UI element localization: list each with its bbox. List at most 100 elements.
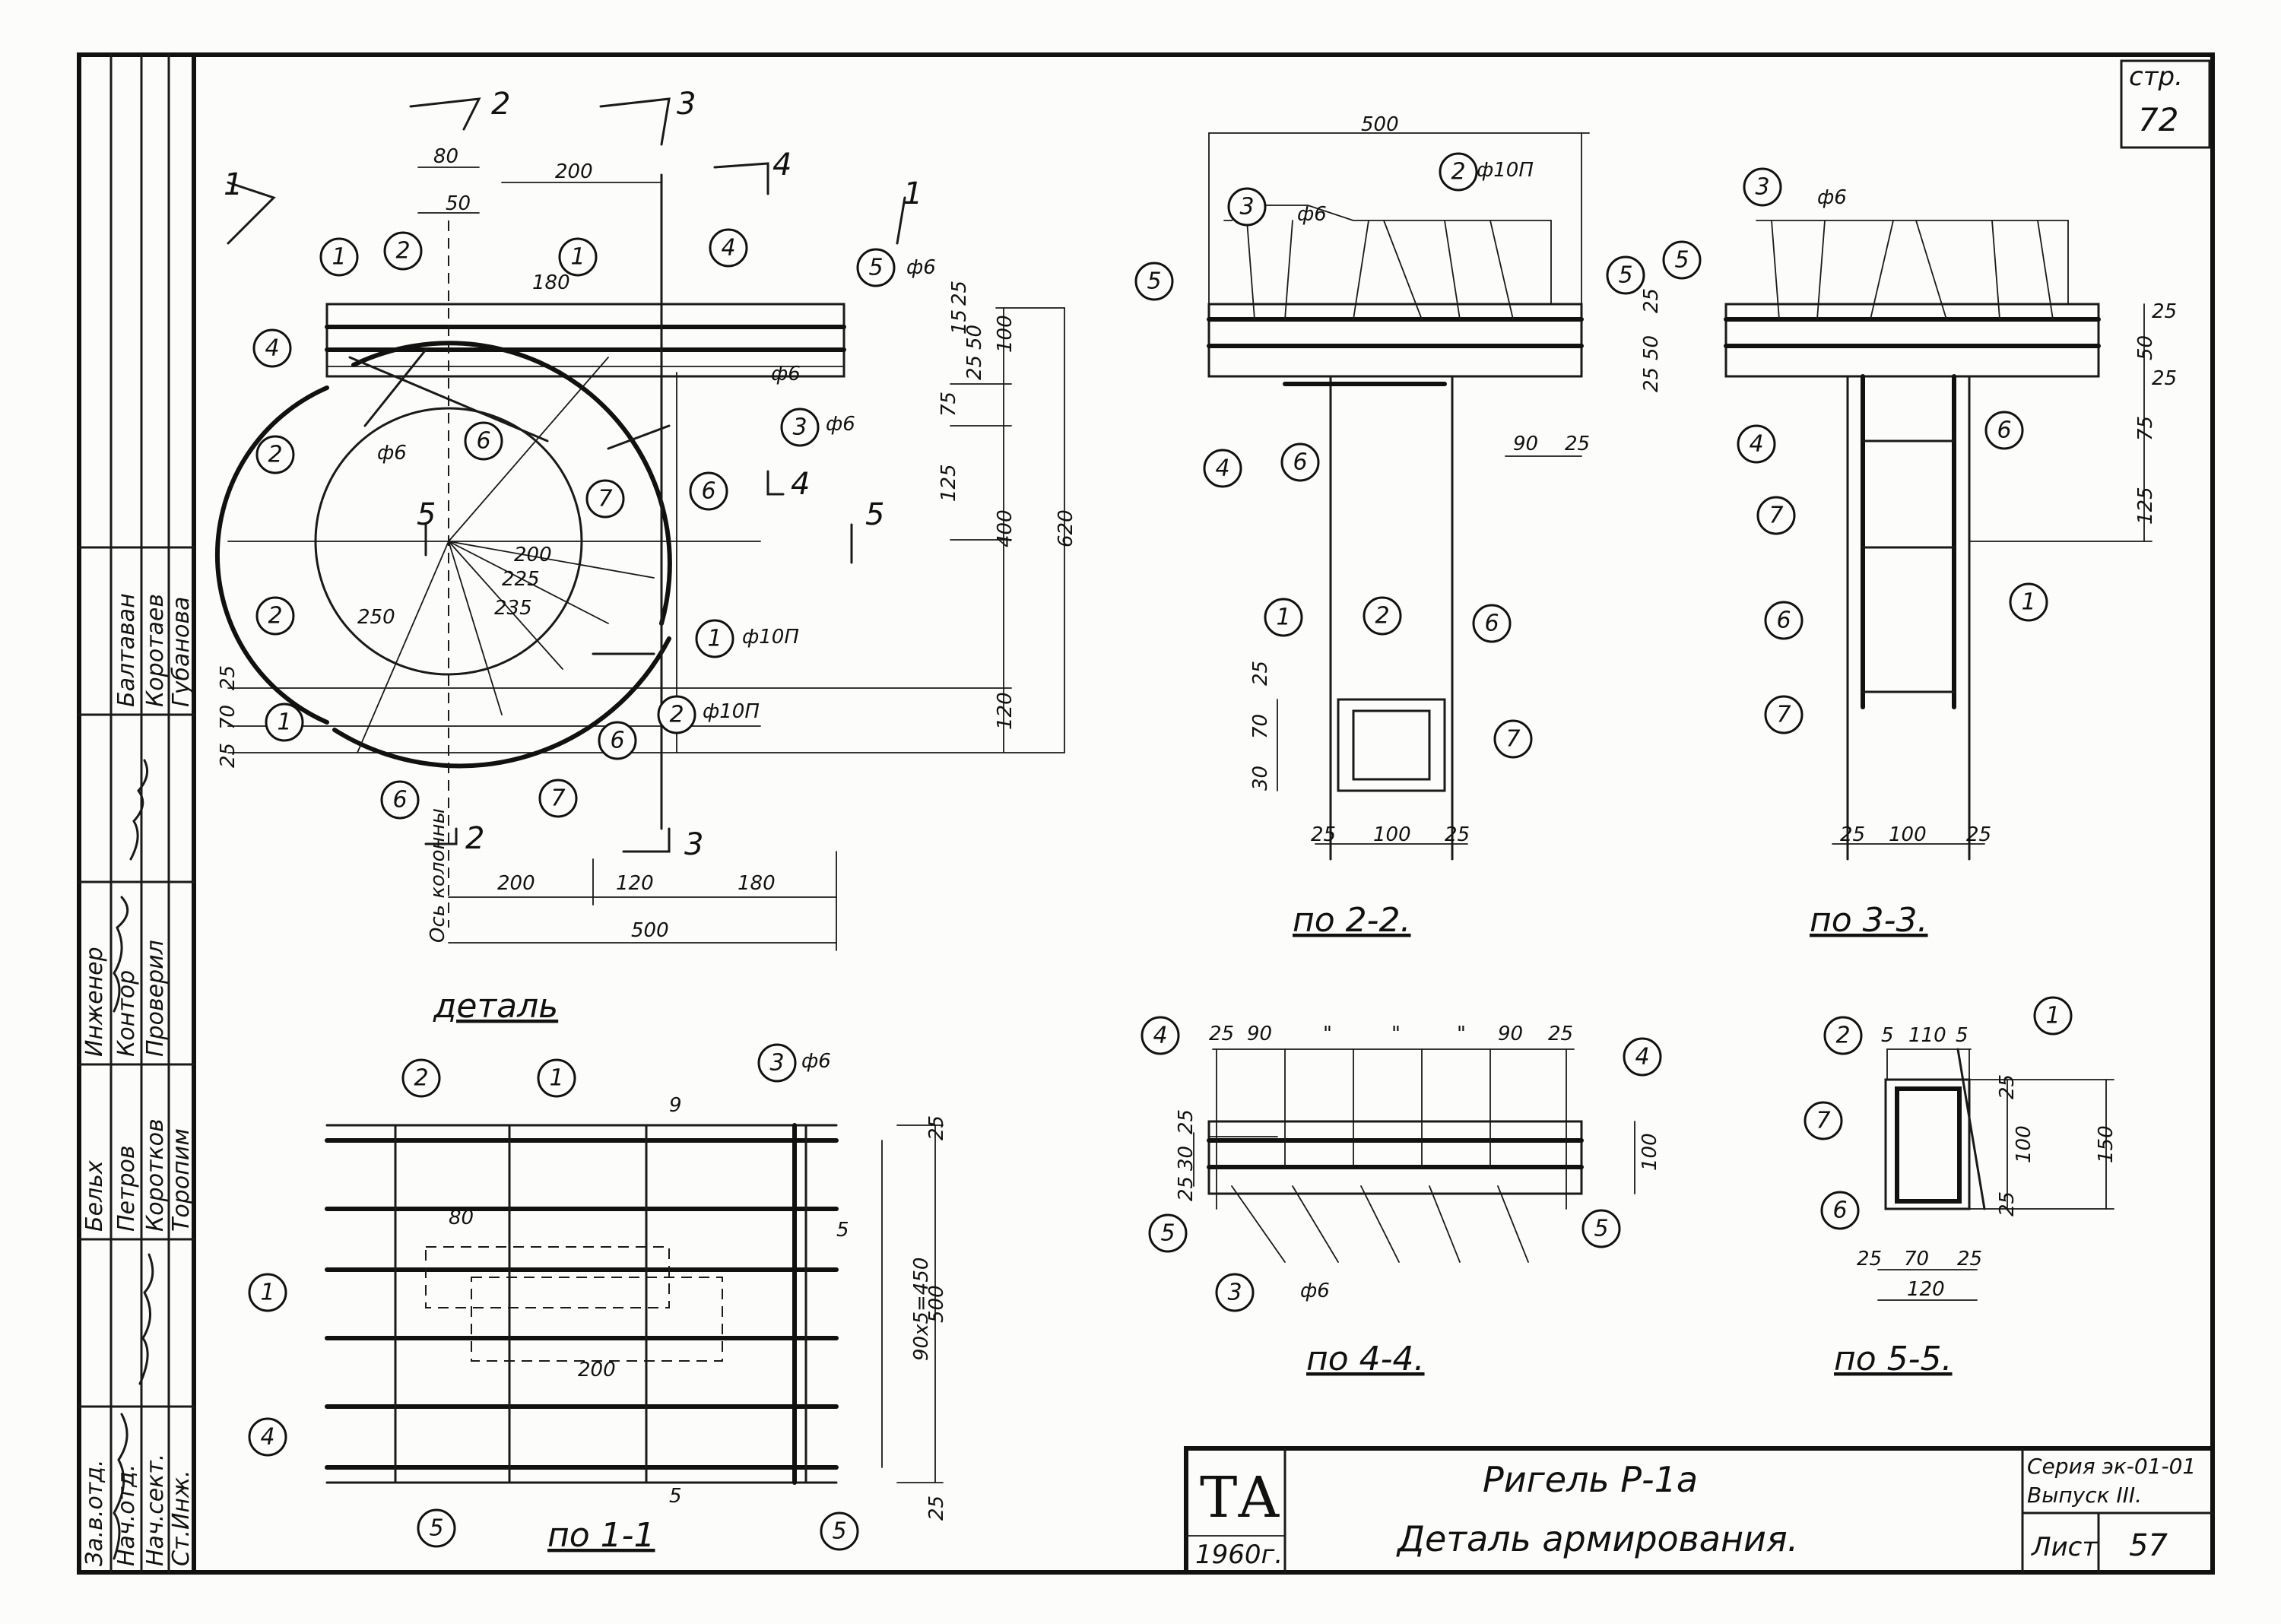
svg-text:7: 7 <box>1816 1108 1830 1134</box>
s55-dim-b25b: 25 <box>1957 1248 1982 1270</box>
section-5-5-callouts: 2 1 7 6 <box>1804 996 2073 1230</box>
s22-dim-l70: 70 <box>1249 714 1272 739</box>
dim-rebar-phi10-low: ф10П <box>703 700 760 723</box>
section-mark-2: 2 <box>491 87 510 122</box>
section-2-2-callouts: 3 2 5 5 4 6 1 2 6 7 <box>1134 152 1645 759</box>
section-mark-1b: 1 <box>903 176 922 211</box>
section-4-4 <box>1193 1048 1635 1263</box>
signature-scribble <box>138 1253 154 1385</box>
svg-text:5: 5 <box>1594 1216 1608 1242</box>
sign-surname-2: Коротаев <box>142 594 169 707</box>
svg-text:2: 2 <box>1835 1023 1850 1049</box>
section-1-1-callouts: 2 1 3 1 4 5 5 <box>248 1043 859 1551</box>
section-mark-5: 5 <box>417 497 436 532</box>
logo-mark: ТА <box>1200 1465 1280 1530</box>
s33-dim-75: 75 <box>2134 416 2157 441</box>
s11-dim-25: 25 <box>925 1115 948 1140</box>
s33-dim-125: 125 <box>2134 487 2157 525</box>
section-5-5-caption: по 5-5. <box>1834 1340 1953 1378</box>
s33-dim-b100: 100 <box>1889 823 1927 846</box>
series-label: Серия эк-01-01 <box>2027 1454 2196 1479</box>
sign-name-2: Петров <box>113 1145 140 1232</box>
section-2-2 <box>1207 132 1590 861</box>
dim-right-620: 620 <box>1055 509 1077 547</box>
section-mark-3b: 3 <box>684 827 703 862</box>
svg-text:3: 3 <box>769 1050 784 1077</box>
s55-dim-r150: 150 <box>2095 1125 2118 1163</box>
svg-text:1: 1 <box>332 244 346 271</box>
svg-text:1: 1 <box>2021 589 2035 616</box>
s44-dim-l25: 25 <box>1175 1109 1198 1134</box>
dim-top-200: 200 <box>555 160 593 183</box>
svg-text:1: 1 <box>707 626 722 652</box>
svg-text:6: 6 <box>392 787 407 814</box>
svg-text:2: 2 <box>669 702 684 728</box>
s22-dim-b25: 25 <box>1311 823 1336 846</box>
s22-dim-500: 500 <box>1361 113 1399 136</box>
svg-text:6: 6 <box>701 478 715 505</box>
section-mark-1: 1 <box>224 167 243 202</box>
svg-text:5: 5 <box>429 1515 443 1542</box>
svg-text:2: 2 <box>1451 159 1465 186</box>
svg-text:6: 6 <box>476 428 490 455</box>
dim-right-75: 75 <box>937 392 960 417</box>
s22-dim-b25b: 25 <box>1445 823 1470 846</box>
svg-text:3: 3 <box>1239 194 1254 220</box>
title-text: Ригель Р-1а <box>1483 1459 1698 1500</box>
s11-dim-80: 80 <box>449 1207 474 1229</box>
svg-text:1: 1 <box>570 244 585 271</box>
s22-dim-90: 90 <box>1513 433 1538 455</box>
svg-text:7: 7 <box>1769 503 1783 529</box>
dim-left-25b: 25 <box>217 743 240 768</box>
sign-role-2: Нач.отд. <box>113 1464 140 1566</box>
dim-r200: 200 <box>514 544 552 566</box>
svg-text:6: 6 <box>1997 417 2011 444</box>
svg-text:4: 4 <box>1749 431 1763 458</box>
svg-text:1: 1 <box>260 1280 274 1306</box>
svg-text:2: 2 <box>1375 603 1389 630</box>
title-block <box>1184 1446 2215 1575</box>
signature-strip <box>78 53 195 1574</box>
s55-dim-t5b: 5 <box>1956 1024 1969 1047</box>
s44-dim-25b: 25 <box>1548 1023 1573 1045</box>
s11-dim-450: 90х5=450 <box>910 1258 933 1361</box>
signature-scribble <box>129 759 149 861</box>
svg-text:5: 5 <box>868 255 883 281</box>
sign-role-4: Ст.Инж. <box>168 1470 195 1566</box>
s22-dim-l25: 25 <box>1249 661 1272 686</box>
svg-text:1: 1 <box>277 709 291 736</box>
s55-dim-t5: 5 <box>1881 1024 1894 1047</box>
dim-r235: 235 <box>494 597 532 620</box>
svg-text:5: 5 <box>1147 268 1161 295</box>
s44-dim-l25b: 25 <box>1175 1176 1198 1201</box>
sign-head-2: Контор <box>113 970 140 1057</box>
s11-dim-500: 500 <box>925 1285 948 1323</box>
s44-dim-r100: 100 <box>1639 1133 1661 1171</box>
svg-text:3: 3 <box>1227 1280 1242 1306</box>
s44-dim-q3: " <box>1457 1023 1466 1045</box>
svg-text:6: 6 <box>1776 607 1791 634</box>
svg-text:4: 4 <box>265 335 279 362</box>
svg-text:4: 4 <box>260 1424 274 1451</box>
s44-dim-25: 25 <box>1209 1023 1234 1045</box>
s11-dim-5: 5 <box>836 1219 849 1242</box>
s44-dim-q2: " <box>1391 1023 1401 1045</box>
s22-dim-phi10: ф10П <box>1477 159 1534 182</box>
s11-dim-25b: 25 <box>925 1496 948 1521</box>
svg-text:4: 4 <box>1635 1044 1649 1071</box>
s22-dim-b100: 100 <box>1373 823 1411 846</box>
dim-top-80: 80 <box>433 145 458 168</box>
page-stamp <box>2120 59 2211 149</box>
s22-dim-50: 50 <box>1640 335 1663 360</box>
svg-text:7: 7 <box>598 486 612 512</box>
dim-bot-200: 200 <box>497 872 535 895</box>
sign-role-3: Нач.сект. <box>142 1454 169 1566</box>
s55-dim-b120: 120 <box>1907 1278 1945 1301</box>
svg-text:1: 1 <box>2045 1003 2060 1029</box>
page-label: стр. <box>2129 62 2183 92</box>
dim-r250: 250 <box>357 606 395 629</box>
s11-dim-phi6: ф6 <box>801 1050 831 1073</box>
svg-text:2: 2 <box>395 238 410 265</box>
outer-frame <box>77 52 2215 1575</box>
svg-text:7: 7 <box>1776 702 1791 728</box>
